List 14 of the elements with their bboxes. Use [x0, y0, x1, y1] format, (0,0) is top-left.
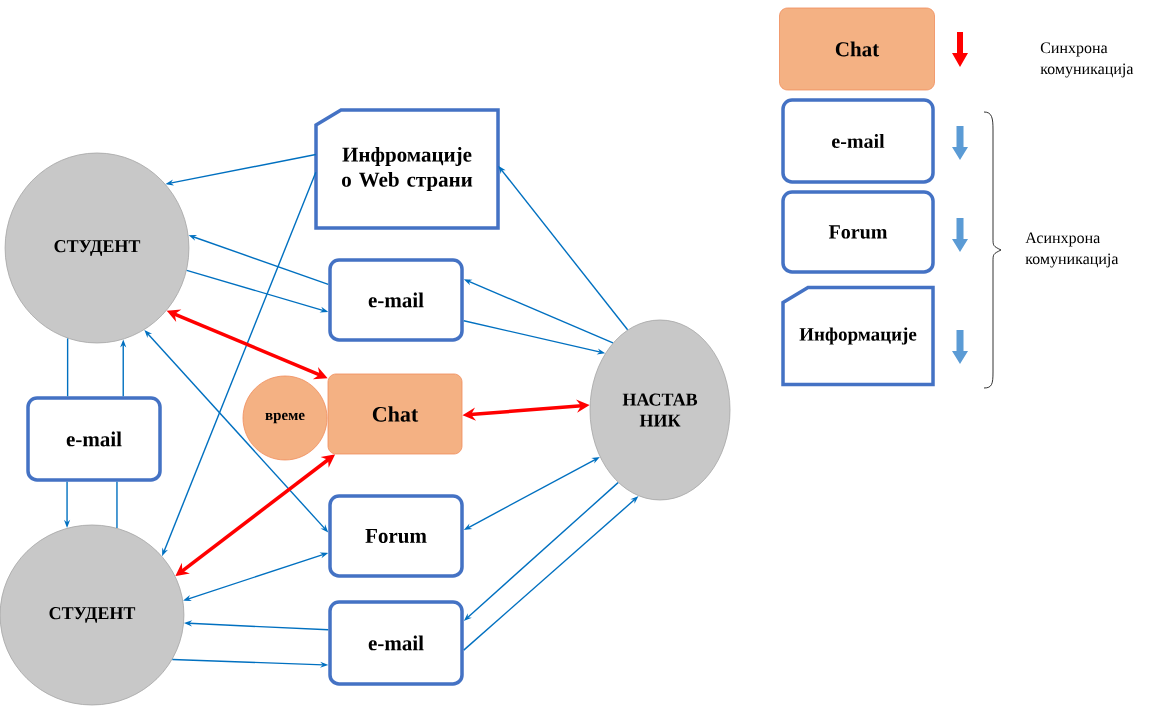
chat-box: Chat	[779, 7, 935, 91]
document-box: Инфромације о Web страни	[314, 108, 500, 230]
message-box: e-mail	[328, 258, 464, 342]
message-box: e-mail	[328, 600, 464, 686]
connector-line	[66, 337, 69, 397]
connector-line	[116, 481, 118, 529]
document-box: Информације	[781, 285, 935, 387]
chat-box: Chat	[327, 373, 463, 455]
message-box: Forum	[781, 190, 935, 274]
note-text: Асинхрона комуникација	[1025, 232, 1119, 268]
note-text: Синхрона комуникација	[1040, 42, 1134, 78]
message-box: Forum	[328, 494, 464, 578]
message-box: e-mail	[26, 396, 162, 482]
message-box: e-mail	[781, 98, 935, 184]
